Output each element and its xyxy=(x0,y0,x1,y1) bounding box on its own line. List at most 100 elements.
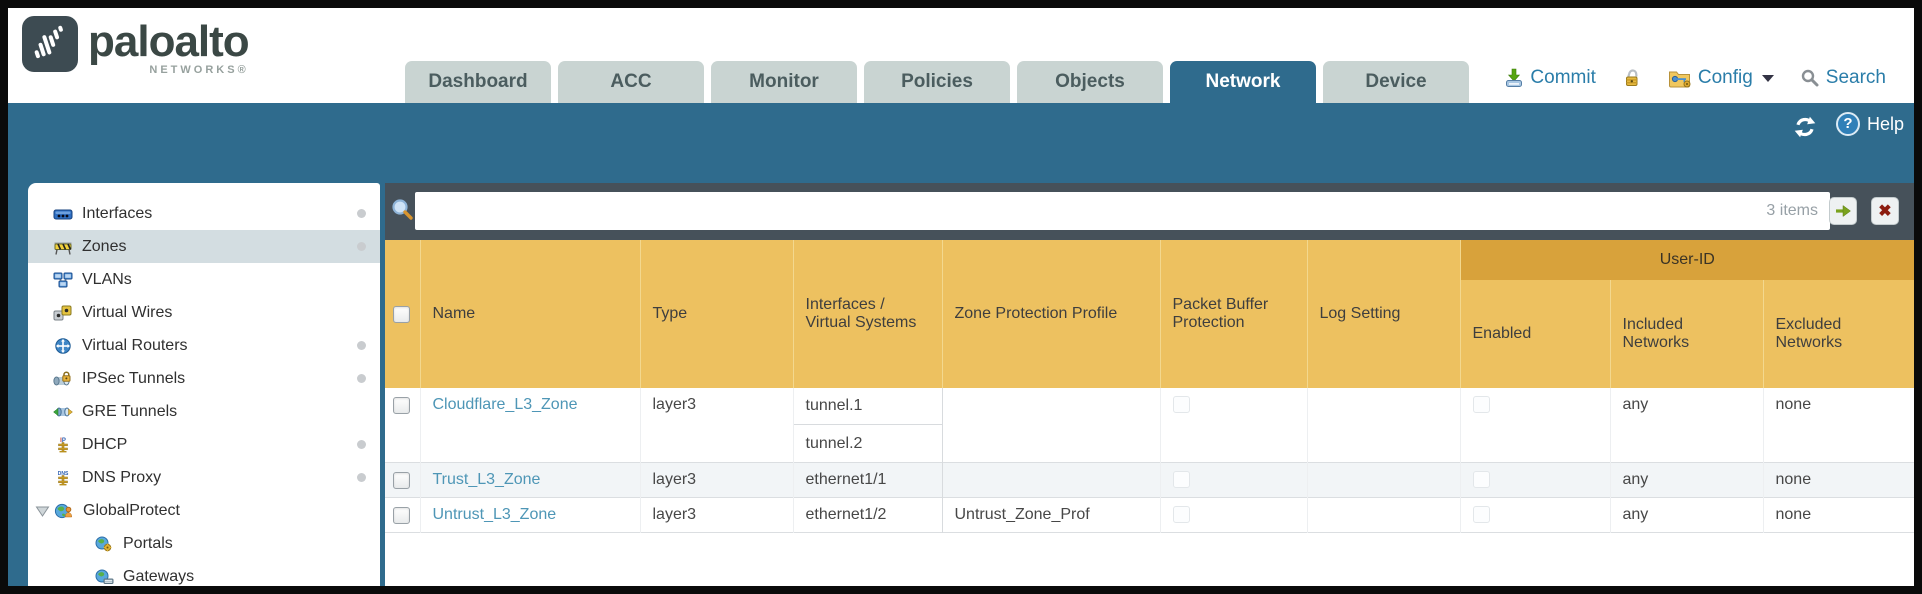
zone-name-link[interactable]: Trust_L3_Zone xyxy=(432,471,541,488)
sidebar-item-zones[interactable]: Zones xyxy=(28,230,380,263)
sidebar-item-virtual-routers[interactable]: Virtual Routers xyxy=(28,329,380,362)
column-header-excluded-networks[interactable]: Excluded Networks xyxy=(1763,280,1914,388)
sidebar-item-label: DNS Proxy xyxy=(82,468,162,486)
help-button[interactable]: ? Help xyxy=(1836,112,1904,136)
sidebar-item-gateways[interactable]: Gateways xyxy=(28,560,380,586)
tab-device[interactable]: Device xyxy=(1323,61,1469,103)
sidebar-item-label: Virtual Routers xyxy=(82,336,188,354)
column-header-enabled[interactable]: Enabled xyxy=(1460,280,1611,388)
sidebar-item-interfaces[interactable]: Interfaces xyxy=(28,197,380,230)
sidebar-item-label: VLANs xyxy=(82,270,132,288)
sidebar-item-label: IPSec Tunnels xyxy=(82,369,186,387)
tab-monitor[interactable]: Monitor xyxy=(711,61,857,103)
tab-policies[interactable]: Policies xyxy=(864,61,1010,103)
zone-type-cell: layer3 xyxy=(640,388,794,463)
sidebar-item-virtual-wires[interactable]: Virtual Wires xyxy=(28,296,380,329)
dhcp-icon: IP xyxy=(58,438,68,452)
zones-icon xyxy=(54,242,72,255)
sidebar-item-portals[interactable]: Portals xyxy=(28,527,380,560)
user-id-enabled-checkbox[interactable] xyxy=(1472,506,1490,523)
sidebar-item-globalprotect[interactable]: GlobalProtect xyxy=(28,494,380,527)
sidebar-item-label: Gateways xyxy=(123,567,195,585)
table-row: Trust_L3_Zone layer3 ethernet1/1 any non… xyxy=(385,462,1914,498)
included-networks-cell: any xyxy=(1610,462,1764,498)
packet-buffer-checkbox[interactable] xyxy=(1172,506,1190,523)
commit-button[interactable]: Commit xyxy=(1504,67,1596,89)
table-row: Cloudflare_L3_Zone layer3 tunnel.1 tunne… xyxy=(385,388,1914,463)
row-checkbox[interactable] xyxy=(393,507,410,524)
global-search-button[interactable]: Search xyxy=(1800,67,1886,89)
brand-sub: NETWORKS® xyxy=(149,64,249,76)
interface-entry: ethernet1/1 xyxy=(805,470,887,488)
virtual-routers-icon xyxy=(55,337,71,354)
sidebar-item-label: DHCP xyxy=(82,435,128,453)
sidebar-item-ipsec-tunnels[interactable]: IPSec Tunnels xyxy=(28,362,380,395)
table-row: Untrust_L3_Zone layer3 ethernet1/2 Untru… xyxy=(385,497,1914,533)
interfaces-icon xyxy=(53,209,73,219)
included-networks-cell: any xyxy=(1610,497,1764,533)
status-dot xyxy=(357,209,366,218)
column-header-zone-protection-profile[interactable]: Zone Protection Profile xyxy=(942,240,1161,388)
tab-acc[interactable]: ACC xyxy=(558,61,704,103)
column-header-type[interactable]: Type xyxy=(640,240,794,388)
column-header-interfaces[interactable]: Interfaces / Virtual Systems xyxy=(793,240,943,388)
sidebar-item-dhcp[interactable]: IP DHCP xyxy=(28,428,380,461)
config-folder-key-icon xyxy=(1668,71,1691,88)
expand-triangle-icon xyxy=(35,506,50,517)
row-checkbox[interactable] xyxy=(393,472,410,489)
sidebar-item-vlans[interactable]: VLANs xyxy=(28,263,380,296)
sidebar-item-gre-tunnels[interactable]: GRE Tunnels xyxy=(28,395,380,428)
column-header-log-setting[interactable]: Log Setting xyxy=(1307,240,1461,388)
excluded-networks-cell: none xyxy=(1775,396,1812,413)
row-checkbox[interactable] xyxy=(393,397,410,414)
portals-icon xyxy=(95,536,112,551)
filter-toolbar: 3 items ✖ xyxy=(385,183,1914,240)
lock-button[interactable] xyxy=(1622,68,1642,88)
clear-filter-button[interactable]: ✖ xyxy=(1871,197,1899,225)
svg-text:IP: IP xyxy=(60,438,66,444)
packet-buffer-checkbox[interactable] xyxy=(1172,471,1190,488)
sidebar-item-dns-proxy[interactable]: DNS DNS Proxy xyxy=(28,461,380,494)
help-label: Help xyxy=(1867,113,1905,134)
select-all-checkbox[interactable] xyxy=(393,305,410,323)
svg-text:DNS: DNS xyxy=(58,470,69,476)
user-id-enabled-checkbox[interactable] xyxy=(1472,471,1490,488)
clear-x-icon: ✖ xyxy=(1878,203,1892,220)
interface-entry: tunnel.2 xyxy=(805,434,863,452)
sidebar-item-label: Zones xyxy=(82,237,127,255)
sidebar-item-label: Portals xyxy=(123,534,173,552)
column-header-packet-buffer-protection[interactable]: Packet Buffer Protection xyxy=(1160,240,1308,388)
help-question-icon: ? xyxy=(1836,112,1860,136)
column-header-included-networks[interactable]: Included Networks xyxy=(1610,280,1764,388)
zone-name-link[interactable]: Cloudflare_L3_Zone xyxy=(432,396,578,413)
sidebar-item-label: GlobalProtect xyxy=(83,501,180,519)
tab-objects[interactable]: Objects xyxy=(1017,61,1163,103)
status-dot xyxy=(357,341,366,350)
user-id-enabled-checkbox[interactable] xyxy=(1472,396,1490,413)
interfaces-cell: ethernet1/1 xyxy=(792,462,943,498)
dns-proxy-icon: DNS xyxy=(58,470,69,485)
zones-table: Name Type Interfaces / Virtual Systems Z… xyxy=(385,240,1914,533)
sidebar-item-label: Interfaces xyxy=(82,204,153,222)
apply-filter-button[interactable] xyxy=(1829,197,1857,225)
sidebar-item-label: Virtual Wires xyxy=(82,303,173,321)
refresh-button[interactable] xyxy=(1792,114,1818,140)
zones-table-header: Name Type Interfaces / Virtual Systems Z… xyxy=(385,240,1914,388)
zone-protection-cell xyxy=(942,388,1161,463)
packet-buffer-checkbox[interactable] xyxy=(1172,396,1190,413)
tab-network[interactable]: Network xyxy=(1170,61,1316,103)
search-icon xyxy=(1801,69,1819,87)
filter-input[interactable] xyxy=(427,202,1767,220)
tab-dashboard[interactable]: Dashboard xyxy=(405,61,551,103)
config-dropdown[interactable]: Config xyxy=(1668,67,1774,89)
pulse-bars-icon xyxy=(34,25,63,59)
interfaces-cell: ethernet1/2 xyxy=(792,497,943,533)
log-setting-cell xyxy=(1307,388,1461,463)
column-header-name[interactable]: Name xyxy=(420,240,641,388)
main-nav-tabs: Dashboard ACC Monitor Policies Objects N… xyxy=(405,61,1469,103)
zone-protection-cell: Untrust_Zone_Prof xyxy=(942,497,1161,533)
zone-name-link[interactable]: Untrust_L3_Zone xyxy=(432,506,557,523)
commit-label: Commit xyxy=(1530,67,1596,88)
interfaces-cell: tunnel.1 tunnel.2 xyxy=(792,388,943,463)
paloalto-logo: paloalto NETWORKS® xyxy=(22,16,250,76)
